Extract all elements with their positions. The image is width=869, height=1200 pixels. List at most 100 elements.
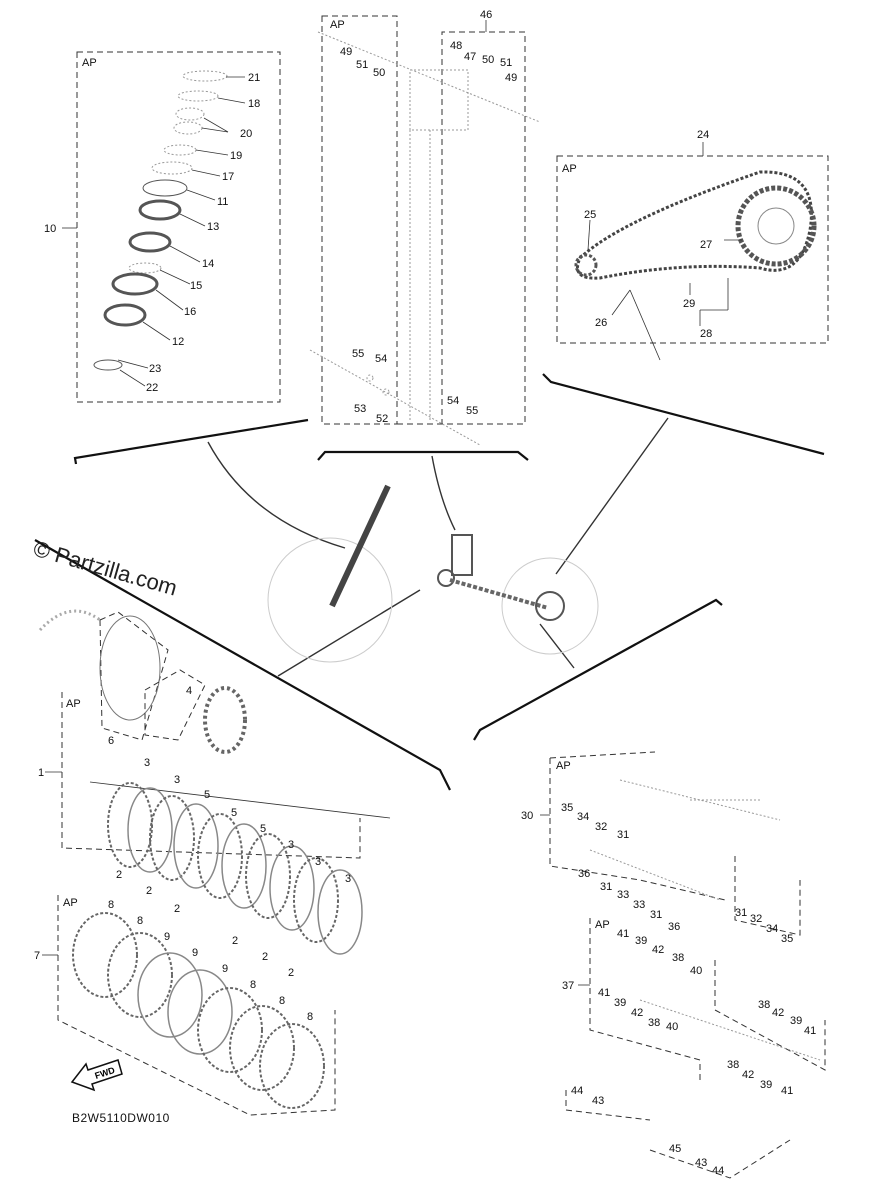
callout-14: 14 [202,258,214,270]
callout-41c: 41 [804,1025,816,1037]
callout-27: 27 [700,239,712,251]
callout-9b: 9 [192,947,198,959]
callout-2c: 2 [174,903,180,915]
callout-35a: 35 [561,802,573,814]
part-22 [93,359,123,371]
rear-shock [451,534,473,576]
callout-24: 24 [697,129,709,141]
callout-40a: 40 [690,965,702,977]
callout-35b: 35 [781,933,793,945]
callout-4: 4 [186,685,192,697]
callout-11: 11 [217,196,228,208]
callout-25: 25 [584,209,596,221]
callout-13: 13 [207,221,219,233]
callout-41b: 41 [598,987,610,999]
part-11 [142,179,188,197]
swingarm [449,578,549,610]
ap-label-transmission-a: AP [556,760,571,772]
part-6 [99,615,161,721]
part-21 [182,70,228,82]
callout-38c: 38 [758,999,770,1011]
front-wheel [267,537,393,663]
callout-54-left: 54 [375,353,387,365]
watermark: © Partzilla.com [31,536,180,601]
callout-34a: 34 [577,811,589,823]
callout-41a: 41 [617,928,629,940]
callout-36b: 36 [668,921,680,933]
callout-55-right: 55 [466,405,478,417]
callout-5b: 5 [231,807,237,819]
callout-1: 1 [38,767,44,779]
callout-39b: 39 [614,997,626,1009]
callout-39c: 39 [790,1015,802,1027]
connector-lines [34,373,825,791]
clutch-group: AP 1 4 6 3 3 5 5 5 3 3 3 2 2 [38,609,391,979]
callout-3d: 3 [315,856,321,868]
callout-44a: 44 [571,1085,583,1097]
ap-box-steering [76,51,281,403]
callout-15: 15 [190,280,202,292]
ap-label-steering: AP [82,57,97,69]
ap-label-clutch: AP [66,698,81,710]
callout-29: 29 [683,298,695,310]
part-13 [138,199,182,221]
part-20b [173,121,203,135]
diagram-code: B2W5110DW010 [72,1111,170,1125]
callout-44b: 44 [712,1165,724,1177]
ap-label-chain: AP [562,163,577,175]
callout-49-right: 49 [505,72,517,84]
callout-2e: 2 [262,951,268,963]
callout-10: 10 [44,223,56,235]
callout-2a: 2 [116,869,122,881]
callout-46: 46 [480,9,492,21]
callout-51-left: 51 [356,59,368,71]
callout-5c: 5 [260,823,266,835]
callout-9c: 9 [222,963,228,975]
callout-52: 52 [376,413,388,425]
part-16 [111,272,159,296]
ap-label-transmission-b: AP [595,919,610,931]
callout-36a: 36 [578,868,590,880]
callout-51-right: 51 [500,57,512,69]
callout-30: 30 [521,810,533,822]
callout-16: 16 [184,306,196,318]
callout-23: 23 [149,363,161,375]
callout-31d: 31 [735,907,747,919]
ap-label-plates: AP [63,897,78,909]
part-19 [163,144,197,156]
ap-label-suspension: AP [330,19,345,31]
callout-50-right: 50 [482,54,494,66]
callout-5a: 5 [204,789,210,801]
callout-45: 45 [669,1143,681,1155]
part-12 [103,303,147,327]
box-46 [397,31,526,425]
drive-chain-group: AP 24 25 27 29 26 28 [556,129,829,361]
callout-43a: 43 [592,1095,604,1107]
callout-39a: 39 [635,935,647,947]
shock-body [409,69,469,131]
callout-49-left: 49 [340,46,352,58]
callout-41d: 41 [781,1085,793,1097]
callout-42c: 42 [772,1007,784,1019]
rear-suspension-group: AP 46 49 51 50 48 47 50 51 49 55 54 53 5… [309,9,541,446]
callout-21: 21 [248,72,260,84]
callout-38d: 38 [727,1059,739,1071]
part-20a [175,107,205,121]
callout-2b: 2 [146,885,152,897]
callout-31a: 31 [617,829,629,841]
callout-47: 47 [464,51,476,63]
part-17 [151,161,193,175]
callout-3c: 3 [288,839,294,851]
callout-48: 48 [450,40,462,52]
callout-2f: 2 [288,967,294,979]
callout-32a: 32 [595,821,607,833]
callout-6: 6 [108,735,114,747]
callout-7: 7 [34,950,40,962]
front-sprocket [574,253,598,277]
rear-wheel [501,557,599,655]
callout-53: 53 [354,403,366,415]
motorcycle-outline [267,484,599,663]
rear-sprocket [735,185,817,267]
callout-42b: 42 [631,1007,643,1019]
